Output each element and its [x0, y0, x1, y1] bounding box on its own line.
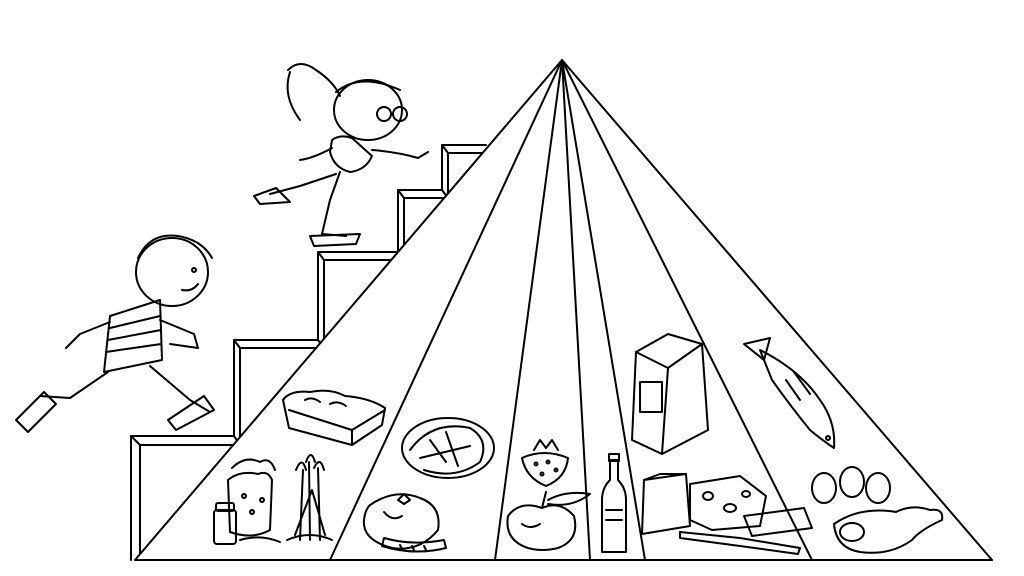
wheat-bundle-icon: [287, 455, 332, 540]
strawberry-icon: [522, 440, 568, 486]
salt-shaker-icon: [214, 503, 280, 544]
cheese-wedge-icon: [642, 474, 690, 534]
apple-icon: [507, 492, 590, 550]
pyramid: [135, 60, 992, 560]
cheese-block-icon: [690, 476, 766, 530]
knife-icon: [680, 508, 812, 554]
tomato-icon: [364, 494, 439, 549]
ham-icon: [834, 507, 942, 552]
cucumber-icon: [382, 538, 446, 552]
boy-running-icon: [16, 235, 214, 432]
grain-sack-icon: [228, 460, 275, 536]
oil-bottle-icon: [602, 454, 626, 552]
fish-icon: [744, 338, 834, 448]
bread-loaf-icon: [283, 391, 385, 445]
cabbage-icon: [402, 418, 494, 478]
girl-climbing-icon: [254, 64, 428, 246]
eggs-icon: [812, 467, 890, 503]
milk-carton-icon: [632, 334, 708, 454]
